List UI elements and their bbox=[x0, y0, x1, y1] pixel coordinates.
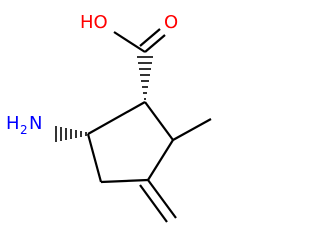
carbonyl-oxygen-label: O bbox=[164, 12, 178, 33]
amine-subscript-label: 2 bbox=[20, 123, 28, 137]
bond-carboxyl-o-a bbox=[144, 34, 166, 53]
bond-c3-c4 bbox=[100, 178, 149, 184]
amine-n-label: N bbox=[29, 113, 42, 134]
amine-h-label: H bbox=[6, 113, 20, 134]
bond-c5-c1 bbox=[87, 101, 146, 135]
bond-c2-c3 bbox=[147, 139, 174, 181]
hashed-wedge-c1-carboxyl bbox=[137, 56, 153, 100]
bond-carboxyl-o-b bbox=[139, 28, 161, 47]
hydroxyl-label: HO bbox=[80, 12, 108, 33]
hashed-wedge-c5-amine bbox=[55, 126, 87, 142]
bond-c1-c2 bbox=[144, 101, 174, 141]
bond-c3-ch2-a bbox=[147, 179, 177, 219]
bond-c3-ch2-b bbox=[139, 184, 168, 223]
bond-c2-methyl bbox=[172, 118, 212, 141]
bond-carboxyl-oh bbox=[113, 31, 146, 53]
molecule-structure: HO O H 2 N bbox=[6, 12, 212, 223]
bond-c4-c5 bbox=[86, 133, 103, 183]
